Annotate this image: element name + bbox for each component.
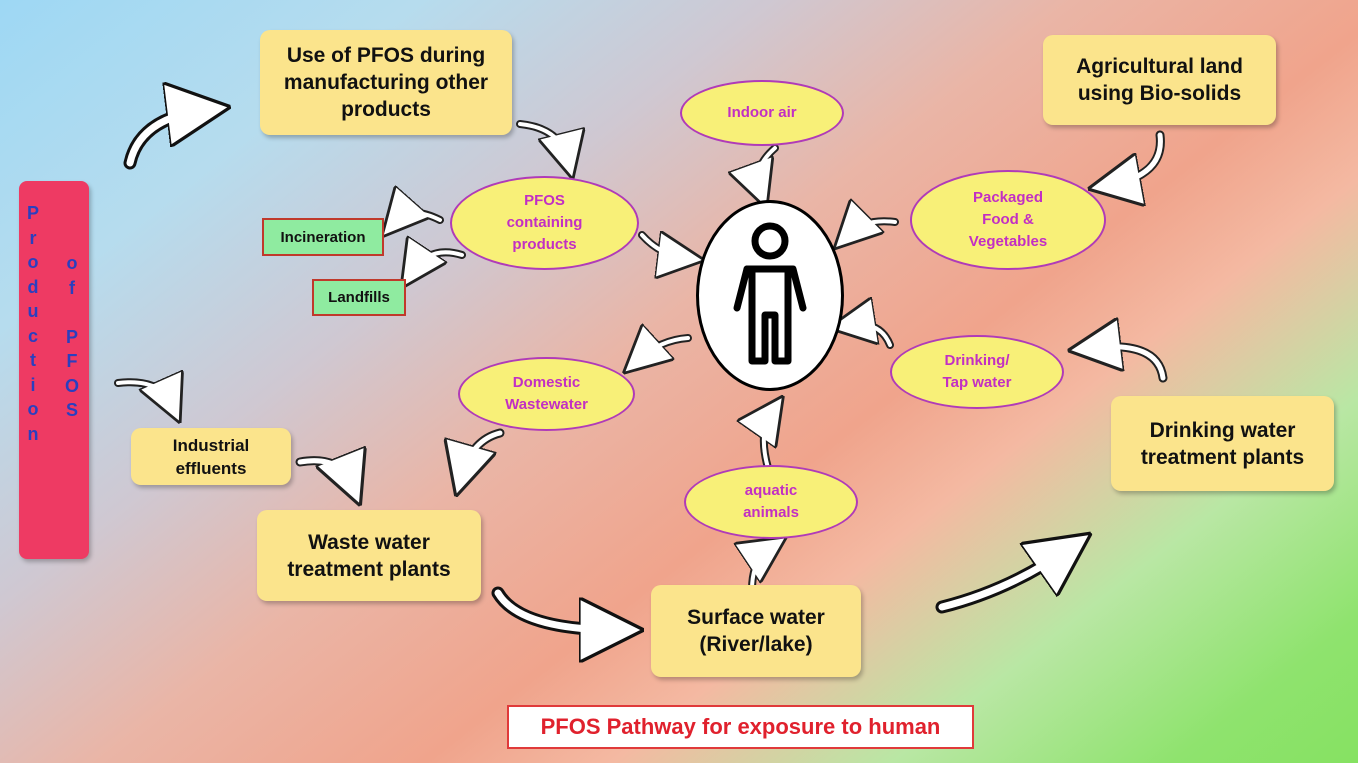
surface-water-box: Surface water (River/lake) — [651, 585, 861, 677]
arrow-industrial-to-wwtp — [295, 461, 352, 485]
arrow-agri-to-packaged — [1110, 130, 1165, 185]
diagram-title: PFOS Pathway for exposure to human — [507, 705, 974, 749]
arrow-domestic-to-wwtp — [462, 428, 505, 475]
arrow-human-to-domestic — [638, 338, 692, 360]
arrow-production-to-industrial — [114, 382, 172, 405]
arrow-production-to-use — [123, 110, 205, 170]
arrow-surface-to-aquatic — [752, 548, 770, 594]
arrow-indoor-to-human — [758, 144, 779, 190]
indoor-air-ellipse: Indoor air — [680, 80, 844, 146]
arrow-plants-to-tap — [1090, 347, 1168, 383]
incineration-box: Incineration — [262, 218, 384, 256]
drinking-water-plants-box: Drinking water treatment plants — [1111, 396, 1334, 491]
arrow-use-to-products — [516, 120, 568, 160]
packaged-food-ellipse: Packaged Food & Vegetables — [910, 170, 1106, 270]
arrow-products-to-human — [638, 235, 685, 258]
waste-water-plants-box: Waste water treatment plants — [257, 510, 481, 601]
of-pfos-letters: o f P F O S — [65, 253, 80, 420]
agricultural-land-box: Agricultural land using Bio-solids — [1043, 35, 1276, 125]
production-letters: P r o d u c t i o n — [27, 203, 40, 444]
arrow-products-to-landfills — [412, 252, 466, 272]
human-ellipse — [696, 200, 844, 391]
human-icon — [733, 222, 807, 365]
arrow-packaged-to-human — [848, 221, 899, 235]
production-of-pfos-bar: P r o d u c t i o n o f P F O S — [19, 181, 89, 559]
pfos-products-ellipse: PFOS containing products — [450, 176, 639, 270]
arrow-products-to-incineration — [395, 213, 444, 222]
arrow-wwtp-to-surface — [491, 586, 618, 630]
landfills-box: Landfills — [312, 279, 406, 316]
use-of-pfos-box: Use of PFOS during manufacturing other p… — [260, 30, 512, 135]
arrow-surface-to-drinking-plants — [935, 548, 1070, 614]
industrial-effluents-box: Industrial effluents — [131, 428, 291, 485]
arrow-aquatic-to-human — [764, 412, 772, 472]
aquatic-animals-ellipse: aquatic animals — [684, 465, 858, 539]
drinking-tap-water-ellipse: Drinking/ Tap water — [890, 335, 1064, 409]
arrow-tap-to-human — [848, 324, 894, 349]
domestic-wastewater-ellipse: Domestic Wastewater — [458, 357, 635, 431]
